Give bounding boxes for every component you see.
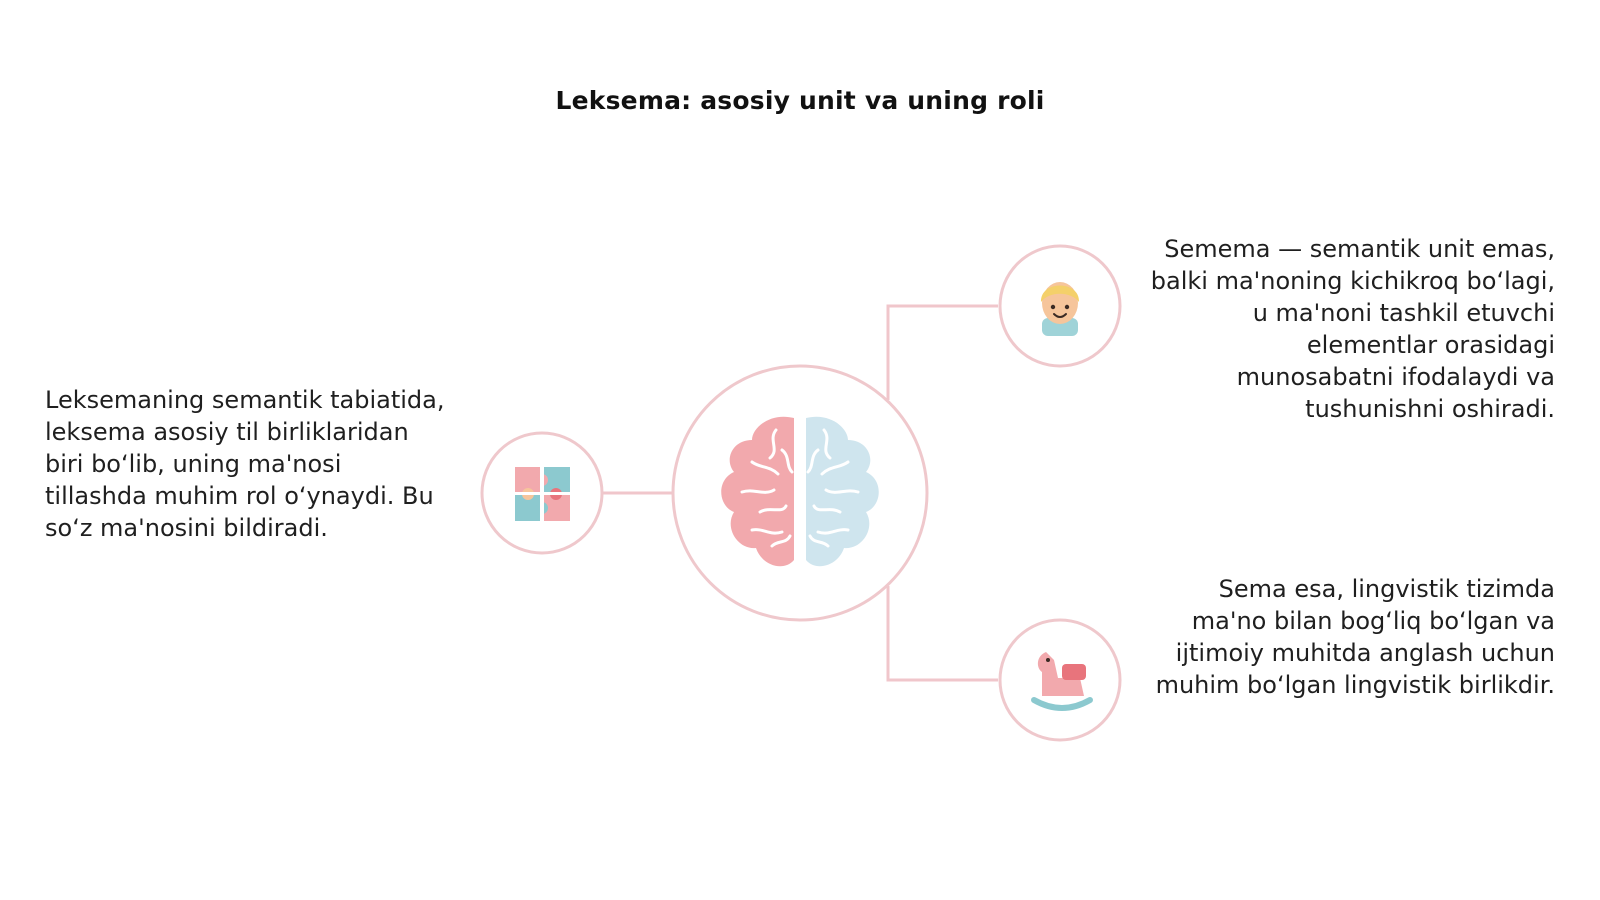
bottom-right-node xyxy=(998,618,1122,742)
connector-top-right xyxy=(886,304,998,400)
connectors xyxy=(600,304,998,682)
connector-bottom-right xyxy=(886,586,998,682)
rocking-horse-icon xyxy=(1031,652,1093,711)
puzzle-icon xyxy=(515,467,570,521)
center-node xyxy=(671,364,929,622)
left-description: Leksemaning semantik tabiatida, leksema … xyxy=(45,386,445,542)
brain-icon xyxy=(721,416,879,567)
top-right-description: Semema — semantik unit emas, balki ma'no… xyxy=(1150,235,1555,423)
bottom-right-description: Sema esa, lingvistik tizimda ma'no bilan… xyxy=(1155,575,1555,699)
child-face-icon xyxy=(1040,282,1080,336)
left-node xyxy=(480,431,604,555)
page-title: Leksema: asosiy unit va uning roli xyxy=(555,86,1045,115)
top-right-node xyxy=(998,244,1122,368)
